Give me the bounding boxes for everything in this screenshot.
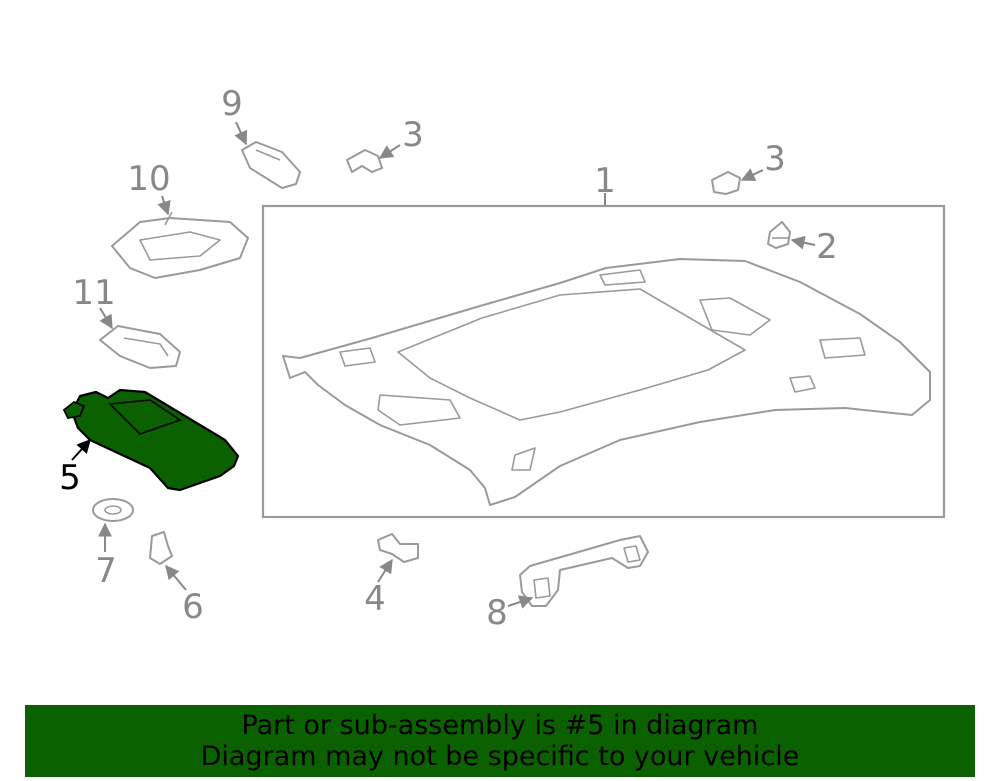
part-3-bracket-a[interactable]	[346, 149, 383, 173]
leader-2	[790, 235, 816, 250]
callout-3a: 3	[402, 115, 424, 155]
callout-8: 8	[486, 593, 508, 633]
callout-5: 5	[59, 458, 81, 498]
leader-5	[71, 438, 91, 461]
leader-11	[99, 307, 113, 330]
callout-11: 11	[72, 273, 115, 313]
sun-visor-hinge	[62, 400, 86, 419]
leader-3b	[740, 168, 764, 181]
part-1-headliner[interactable]	[261, 204, 946, 519]
callout-7: 7	[95, 551, 117, 591]
part-4-holder[interactable]	[377, 533, 419, 563]
part-3-bracket-b[interactable]	[711, 171, 741, 195]
headliner-detail-7	[599, 269, 646, 286]
banner-line-2: Diagram may not be specific to your vehi…	[200, 741, 800, 772]
part-7-washer[interactable]	[92, 498, 134, 522]
headliner-detail-6	[511, 447, 536, 471]
part-11-map-lamp[interactable]	[99, 325, 181, 369]
sun-visor-body	[70, 388, 240, 492]
part-5-sun-visor[interactable]	[62, 388, 240, 492]
callout-1: 1	[594, 161, 616, 201]
part-6-visor-clip[interactable]	[149, 531, 173, 565]
leader-4	[377, 558, 393, 583]
parts-diagram: 1 2 3 3 4 5 6 7 8 9 10 11	[59, 84, 946, 633]
leader-10	[157, 195, 171, 216]
headliner-detail-4	[819, 337, 866, 359]
sunroof-opening	[397, 288, 746, 421]
leader-8	[507, 595, 534, 609]
part-8-assist-grip[interactable]	[519, 535, 649, 607]
callout-9: 9	[221, 84, 243, 124]
headliner-detail-3	[789, 375, 816, 393]
callout-10: 10	[127, 159, 170, 199]
leader-9	[234, 121, 248, 146]
leader-6	[165, 564, 187, 591]
headliner-detail-1	[699, 297, 771, 336]
callout-2: 2	[816, 227, 838, 267]
headliner-detail-2	[377, 394, 461, 426]
callout-6: 6	[182, 587, 204, 627]
banner-line-1: Part or sub-assembly is #5 in diagram	[241, 710, 759, 741]
part-10-overhead-console[interactable]	[111, 211, 249, 279]
sun-visor-mirror	[108, 399, 182, 435]
part-2-clip[interactable]	[767, 221, 791, 249]
part-9-lamp-lens[interactable]	[241, 141, 301, 189]
headliner-detail-5	[339, 347, 376, 367]
callout-3b: 3	[764, 139, 786, 179]
part-notice-banner: Part or sub-assembly is #5 in diagram Di…	[25, 705, 975, 777]
callout-4: 4	[364, 579, 386, 619]
leader-3a	[378, 144, 401, 159]
